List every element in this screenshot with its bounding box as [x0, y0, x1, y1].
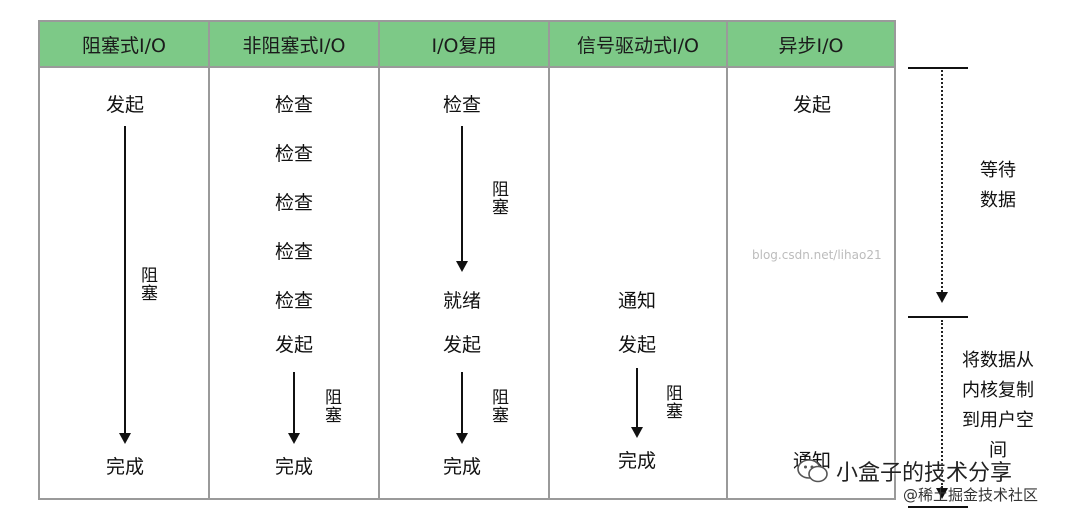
phase-divider-bottom	[908, 506, 968, 508]
step-check: 检查	[274, 290, 314, 312]
blocking-arrow-line	[293, 372, 295, 438]
column-signal-driven-io: 信号驱动式I/O 通知 发起 阻塞 完成	[550, 22, 728, 498]
column-header: 异步I/O	[728, 22, 894, 68]
column-header: I/O复用	[380, 22, 548, 68]
step-ready: 就绪	[442, 290, 482, 312]
blocking-arrow-line	[461, 372, 463, 438]
wechat-account-name: 小盒子的技术分享	[836, 461, 1013, 486]
step-initiate: 发起	[105, 94, 145, 116]
step-initiate: 发起	[792, 94, 832, 116]
phase-divider-top	[908, 67, 968, 69]
block-label: 阻塞	[321, 388, 341, 424]
step-complete: 完成	[617, 450, 657, 472]
column-header: 阻塞式I/O	[40, 22, 208, 68]
arrow-head	[288, 433, 300, 444]
column-nonblocking-io: 非阻塞式I/O 检查 检查 检查 检查 检查 发起 阻塞 完成	[210, 22, 380, 498]
step-complete: 完成	[274, 456, 314, 478]
phase-wait-data-label: 等待 数据	[980, 160, 1016, 211]
arrow-head	[456, 261, 468, 272]
arrow-head	[631, 427, 643, 438]
step-check: 检查	[274, 241, 314, 263]
column-async-io: 异步I/O 发起 blog.csdn.net/lihao21 通知	[728, 22, 894, 498]
phase2-dashed-arrow	[941, 320, 943, 488]
step-complete: 完成	[105, 456, 145, 478]
step-check: 检查	[274, 143, 314, 165]
juejin-watermark: @稀土掘金技术社区	[903, 486, 1039, 504]
column-header: 信号驱动式I/O	[550, 22, 726, 68]
step-initiate: 发起	[617, 334, 657, 356]
io-model-table: 阻塞式I/O 发起 阻塞 完成 非阻塞式I/O 检查 检查 检查 检查 检查 发…	[38, 20, 896, 500]
phase-divider-middle	[908, 316, 968, 318]
step-initiate: 发起	[274, 334, 314, 356]
arrow-head	[936, 488, 948, 499]
block-label: 阻塞	[488, 180, 508, 216]
step-check: 检查	[274, 94, 314, 116]
step-notify: 通知	[617, 290, 657, 312]
block-label: 阻塞	[662, 384, 682, 420]
step-check: 检查	[274, 192, 314, 214]
wechat-brand: 小盒子的技术分享	[796, 455, 1012, 487]
phase1-dashed-arrow	[941, 70, 943, 292]
blocking-arrow-line	[636, 368, 638, 432]
arrow-head	[456, 433, 468, 444]
blocking-arrow-line	[461, 126, 463, 266]
step-initiate: 发起	[442, 334, 482, 356]
wechat-icon	[797, 459, 828, 483]
column-header: 非阻塞式I/O	[210, 22, 378, 68]
column-io-multiplexing: I/O复用 检查 阻塞 就绪 发起 阻塞 完成	[380, 22, 550, 498]
arrow-head	[936, 292, 948, 303]
step-check: 检查	[442, 94, 482, 116]
phase-copy-data-label: 将数据从 内核复制 到用户空 间	[962, 350, 1034, 461]
arrow-head	[119, 433, 131, 444]
block-label: 阻塞	[137, 266, 157, 302]
column-blocking-io: 阻塞式I/O 发起 阻塞 完成	[40, 22, 210, 498]
block-label: 阻塞	[488, 388, 508, 424]
step-complete: 完成	[442, 456, 482, 478]
blocking-arrow-line	[124, 126, 126, 438]
csdn-watermark: blog.csdn.net/lihao21	[752, 248, 882, 262]
